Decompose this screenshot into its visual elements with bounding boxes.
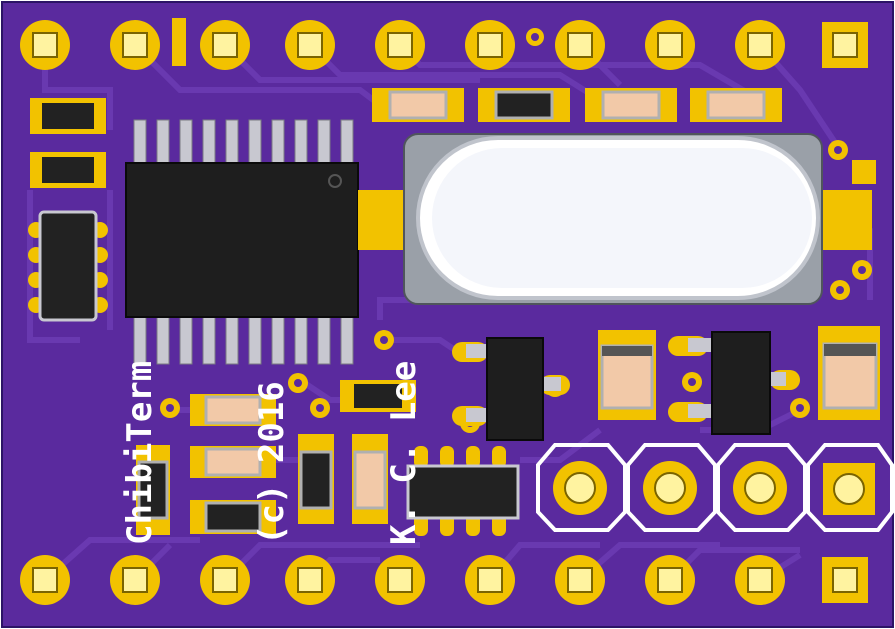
right-side-pads [828,140,876,300]
pad-top-9 [735,20,785,70]
smd-resistor [30,152,106,188]
top-passives [30,88,782,188]
top-trace-tab [172,18,186,66]
middle-passives [136,380,416,535]
silkscreen-text: ChibiTerm (c) 2016 K. C. Lee [30,361,470,545]
4-pin-header [536,443,894,532]
pad-bottom-5 [375,555,425,605]
ceramic-capacitor [598,330,656,420]
pad-top-8 [645,20,695,70]
silkscreen-line-3: K. C. Lee [384,360,424,545]
ic-pin1-mark [328,174,342,188]
header-pin-1 [553,461,607,515]
header-pin-3 [733,461,787,515]
ceramic-capacitor [372,88,464,122]
sot23-transistor [668,331,800,435]
header-pin-4 [823,463,875,515]
pad-bottom-9 [735,555,785,605]
pad-top-4 [285,20,335,70]
smd-resistor [136,445,170,535]
pad-bottom-1 [20,555,70,605]
pad-bottom-2 [110,555,160,605]
ic-body [125,162,359,318]
header-pin-2 [643,461,697,515]
ceramic-capacitor [585,88,677,122]
sot23-transistor [452,337,570,441]
ceramic-capacitor [352,434,388,524]
pad-top-6 [465,20,515,70]
smd-resistor [30,98,106,134]
smd-resistor [478,88,570,122]
pad-top-5 [375,20,425,70]
pad-bottom-8 [645,555,695,605]
pad-top-7 [555,20,605,70]
pad-bottom-6 [465,555,515,605]
top-header-pads [20,18,868,70]
ceramic-capacitor [818,326,880,420]
pad-top-2 [110,20,160,70]
pad-bottom-4 [285,555,335,605]
pad-top-1 [20,20,70,70]
ceramic-capacitor [190,394,276,426]
ceramic-capacitor [690,88,782,122]
pad-top-10 [822,22,868,68]
resistor-network-left [28,210,108,322]
silkscreen-line-2: (c) 2016 [252,381,292,545]
resistor-network-4x [406,446,520,536]
ceramic-capacitor [190,446,276,478]
tall-capacitors [598,326,880,420]
pad-bottom-10 [822,557,868,603]
smd-resistor [190,500,276,534]
bottom-header-pads [20,555,868,605]
smd-resistor [298,434,334,524]
hc49-crystal [358,133,872,305]
silkscreen-line-1: ChibiTerm [120,360,160,545]
pad-bottom-3 [200,555,250,605]
tssop-20-ic [125,119,359,365]
smd-resistor [340,380,416,412]
pad-top-3 [200,20,250,70]
pad-bottom-7 [555,555,605,605]
